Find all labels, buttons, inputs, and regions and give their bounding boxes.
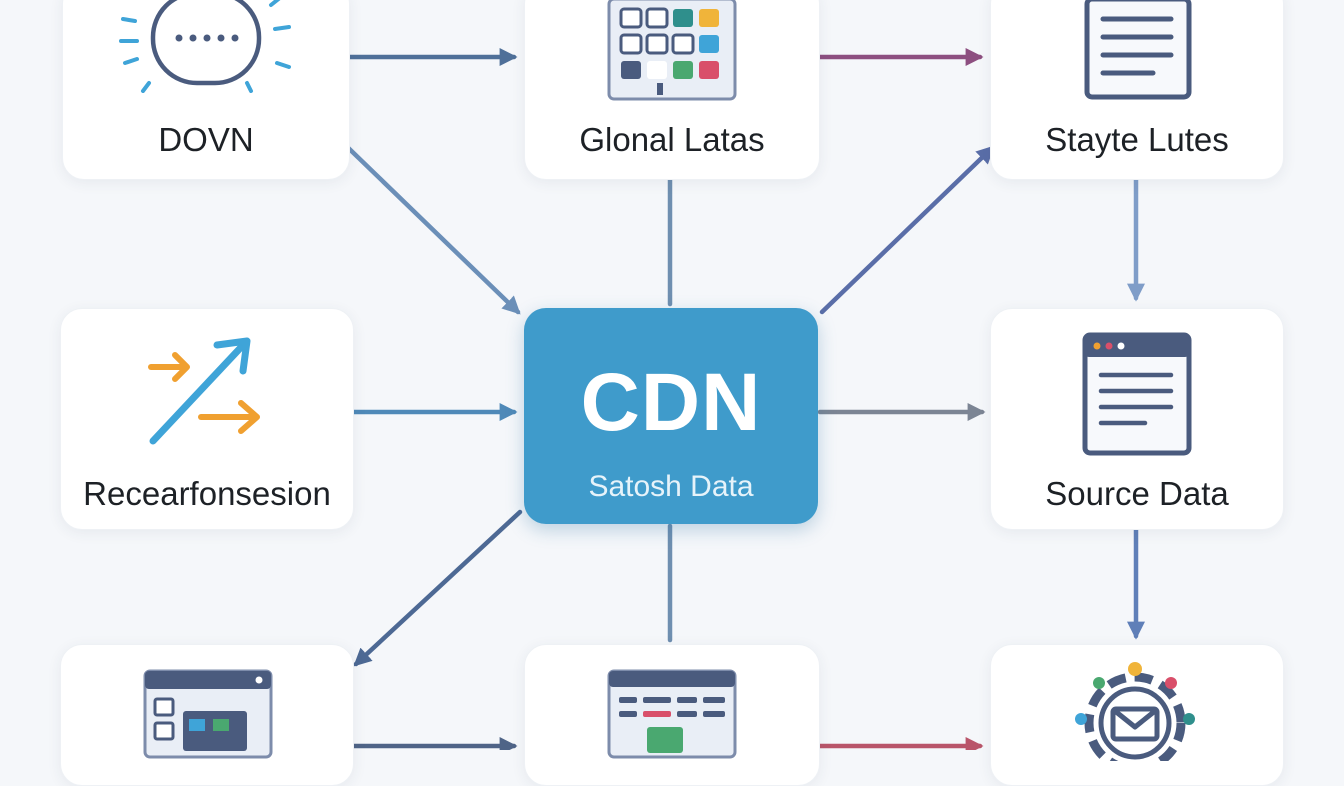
- node-bottom-left[interactable]: [60, 644, 354, 786]
- node-middle-right[interactable]: Source Data: [990, 308, 1284, 530]
- center-subtitle: Satosh Data: [588, 470, 754, 503]
- transfer-arrows-icon: [148, 337, 260, 445]
- node-middle-left[interactable]: Recearfonsesion: [60, 308, 354, 530]
- edge-center-to-bottom-left: [353, 509, 523, 667]
- gear-mail-icon: [1075, 662, 1195, 761]
- node-label: DOVN: [158, 121, 254, 158]
- node-top-left[interactable]: DOVN: [62, 0, 350, 180]
- table-window-icon: [607, 669, 737, 759]
- node-label: Glonal Latas: [579, 121, 765, 158]
- node-label: Stayte Lutes: [1045, 121, 1229, 158]
- diagram-canvas: [289, 48, 1145, 750]
- node-label: Source Data: [1045, 475, 1229, 512]
- node-center-cdn[interactable]: CDN Satosh Data: [524, 308, 818, 524]
- chat-bubble-icon: [119, 0, 291, 93]
- edge-center-to-top-right: [819, 145, 995, 315]
- node-label: Recearfonsesion: [83, 475, 331, 512]
- node-top-right[interactable]: Stayte Lutes: [990, 0, 1284, 180]
- grid-calendar-icon: [607, 0, 737, 101]
- node-top-middle[interactable]: Glonal Latas: [524, 0, 820, 180]
- node-bottom-right[interactable]: [990, 644, 1284, 786]
- dashboard-window-icon: [143, 669, 273, 759]
- browser-document-icon: [1082, 332, 1192, 456]
- node-bottom-middle[interactable]: [524, 644, 820, 786]
- center-title: CDN: [580, 357, 762, 448]
- edge-top-left-to-center: [335, 135, 521, 315]
- document-list-icon: [1084, 0, 1192, 100]
